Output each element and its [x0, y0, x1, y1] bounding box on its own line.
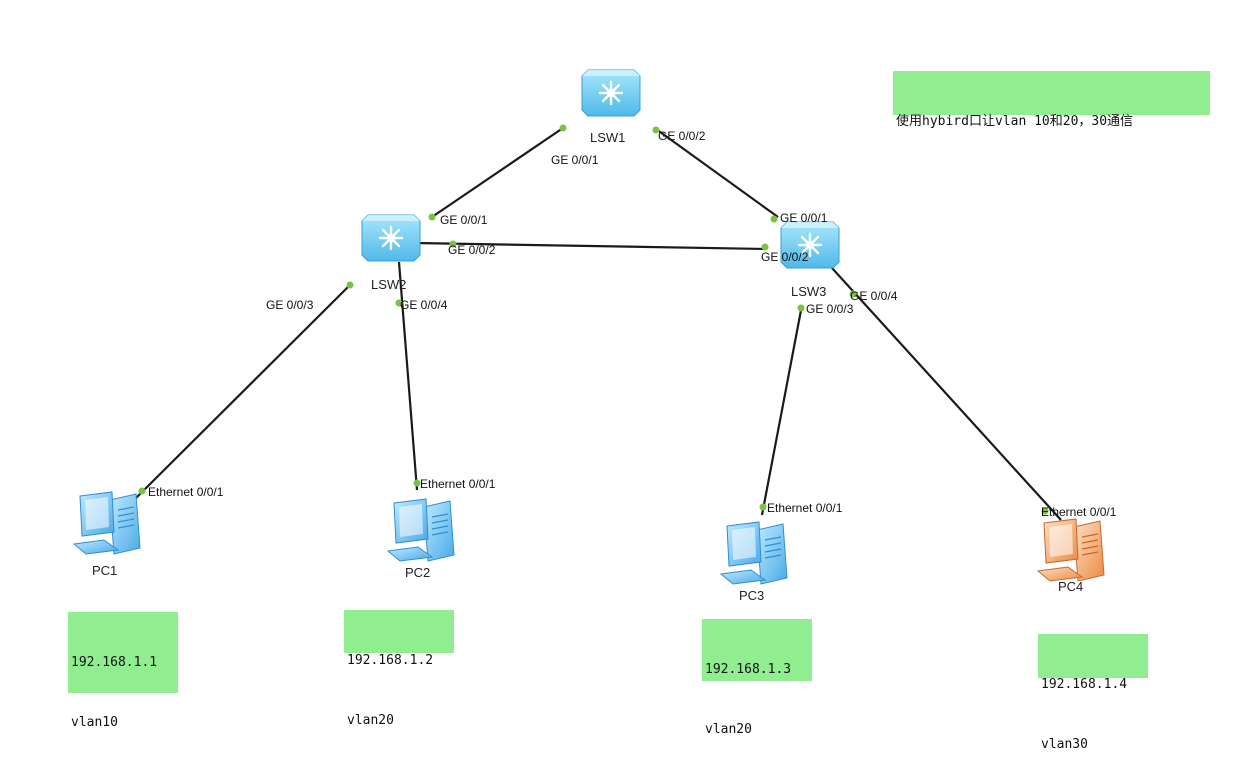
- pc4-note: 192.168.1.4 vlan30: [1038, 634, 1148, 752]
- pc2-note: 192.168.1.2 vlan20: [344, 610, 454, 728]
- switch-lsw1[interactable]: [580, 68, 642, 118]
- pc3-note: 192.168.1.3 vlan20: [702, 619, 812, 737]
- link-lsw2-lsw3[interactable]: [414, 241, 767, 251]
- port-label-pc3-eth: Ethernet 0/0/1: [767, 501, 843, 515]
- port-label-lsw3-ge004: GE 0/0/4: [850, 289, 898, 303]
- port-dot[interactable]: [770, 215, 778, 223]
- port-label-pc4-eth: Ethernet 0/0/1: [1041, 505, 1117, 519]
- pc-label-4: PC4: [1058, 579, 1083, 594]
- pc2-vlan: vlan20: [347, 713, 394, 728]
- title-note-text: 使用hybird口让vlan 10和20，30通信: [896, 114, 1134, 129]
- pc-label-3: PC3: [739, 588, 764, 603]
- port-label-lsw2-ge004: GE 0/0/4: [400, 298, 448, 312]
- port-label-lsw1-ge001: GE 0/0/1: [551, 153, 599, 167]
- port-dot[interactable]: [849, 290, 857, 298]
- port-dot[interactable]: [413, 479, 421, 487]
- pc1-note: 192.168.1.1 vlan10: [68, 612, 178, 730]
- switch-label-lsw3: LSW3: [791, 284, 826, 299]
- switch-label-lsw1: LSW1: [590, 130, 625, 145]
- port-dot[interactable]: [559, 124, 567, 132]
- pc-label-2: PC2: [405, 565, 430, 580]
- link-lsw3-pc3[interactable]: [760, 304, 804, 516]
- port-dot[interactable]: [759, 503, 767, 511]
- port-label-pc2-eth: Ethernet 0/0/1: [420, 477, 496, 491]
- port-dot[interactable]: [652, 126, 660, 134]
- pc3-vlan: vlan20: [705, 722, 752, 737]
- port-label-lsw3-ge001: GE 0/0/1: [780, 211, 828, 225]
- pc4-vlan: vlan30: [1041, 737, 1088, 752]
- pc1-ip: 192.168.1.1: [71, 655, 158, 670]
- pc1-vlan: vlan10: [71, 715, 118, 730]
- port-label-lsw3-ge003: GE 0/0/3: [806, 302, 854, 316]
- port-dots: [138, 124, 1049, 515]
- port-dot[interactable]: [346, 281, 354, 289]
- port-label-lsw1-ge002: GE 0/0/2: [658, 129, 706, 143]
- title-note: 使用hybird口让vlan 10和20，30通信: [893, 71, 1210, 129]
- pc-label-1: PC1: [92, 563, 117, 578]
- pc-4[interactable]: [1036, 518, 1105, 582]
- link-lsw1-lsw2[interactable]: [431, 127, 564, 218]
- link-lsw1-lsw3[interactable]: [655, 128, 779, 218]
- switch-label-lsw2: LSW2: [371, 277, 406, 292]
- pc-2[interactable]: [386, 498, 455, 562]
- port-label-lsw3-ge002: GE 0/0/2: [761, 250, 809, 264]
- pc2-ip: 192.168.1.2: [347, 653, 434, 668]
- link-lsw2-pc1[interactable]: [135, 283, 352, 499]
- port-label-lsw2-ge002: GE 0/0/2: [448, 243, 496, 257]
- switch-lsw2[interactable]: [360, 213, 422, 263]
- pc-3[interactable]: [719, 521, 788, 585]
- port-label-lsw2-ge003: GE 0/0/3: [266, 298, 314, 312]
- pc-1[interactable]: [72, 491, 141, 555]
- port-dot[interactable]: [761, 243, 769, 251]
- port-dot[interactable]: [1041, 507, 1049, 515]
- port-dot[interactable]: [395, 299, 403, 307]
- port-dot[interactable]: [428, 213, 436, 221]
- pc3-ip: 192.168.1.3: [705, 662, 792, 677]
- port-label-pc1-eth: Ethernet 0/0/1: [148, 485, 224, 499]
- link-lsw2-pc2[interactable]: [397, 261, 419, 491]
- port-dot[interactable]: [449, 240, 457, 248]
- port-dot[interactable]: [797, 304, 805, 312]
- link-lsw3-pc4[interactable]: [831, 267, 1062, 521]
- pc4-ip: 192.168.1.4: [1041, 677, 1128, 692]
- port-dot[interactable]: [138, 487, 146, 495]
- port-label-lsw2-ge001: GE 0/0/1: [440, 213, 488, 227]
